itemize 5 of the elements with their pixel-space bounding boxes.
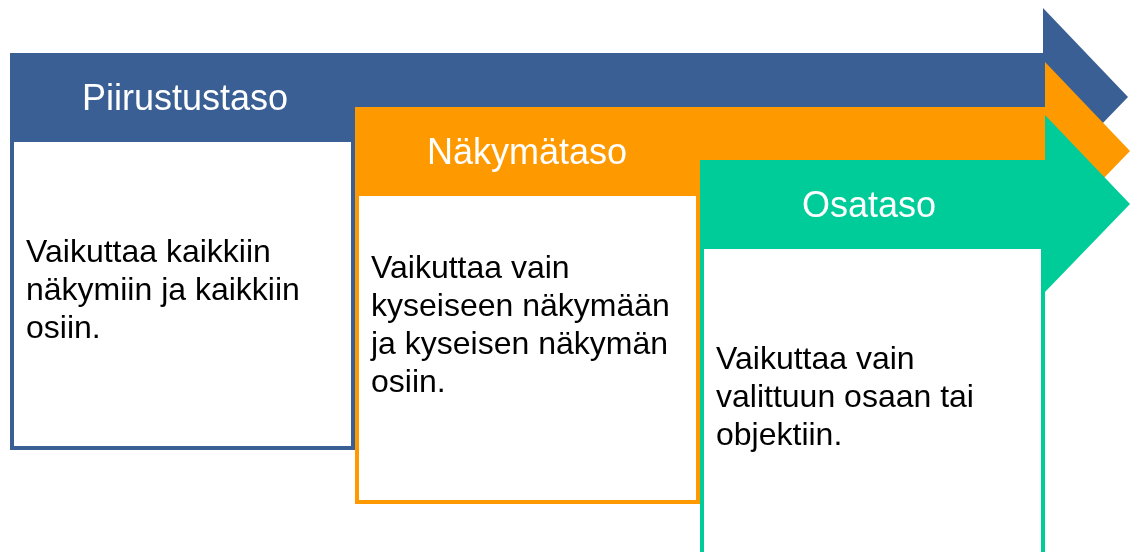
band-heading: Osataso: [802, 189, 937, 221]
band-heading: Piirustustaso: [82, 82, 289, 114]
description-text: Vaikuttaa vain kyseiseen näkymään ja kyseisen näkymän osiin.: [371, 248, 671, 400]
description-text: Vaikuttaa vain valittuun osaan tai objektiin.: [716, 339, 975, 453]
description-text: Vaikuttaa kaikkiin näkymiin ja kaikkiin osiin.: [26, 232, 301, 346]
